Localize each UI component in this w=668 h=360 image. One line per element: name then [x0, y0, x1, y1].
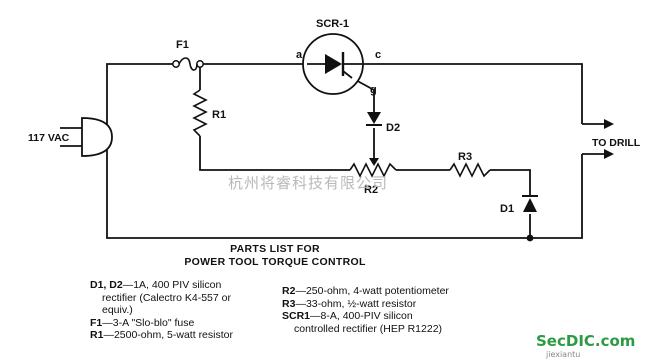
fuse-f1	[178, 57, 198, 71]
fuse-label: F1	[176, 39, 189, 51]
anode-label: a	[296, 49, 303, 61]
parts-list-left: D1, D2—1A, 400 PIV silicon rectifier (Ca…	[90, 279, 233, 342]
arrow-right-icon	[604, 119, 614, 129]
gate-label: g	[370, 84, 377, 96]
d1-label: D1	[500, 203, 514, 215]
r2-label: R2	[364, 184, 378, 196]
r3-label: R3	[458, 151, 472, 163]
parts-list-item: SCR1—8-A, 400-PIV silicon	[282, 310, 413, 322]
wire-bottom-rail	[106, 150, 583, 239]
parts-list-title-line1: PARTS LIST FOR	[230, 243, 320, 255]
parts-list-item: F1—3-A "Slo-blo" fuse	[90, 316, 195, 329]
arrow-right-icon	[604, 149, 614, 159]
brand-logo: SecDIC.com jiexiantu	[536, 332, 635, 359]
ac-plug	[60, 117, 113, 157]
wires	[106, 63, 608, 239]
d2-label: D2	[386, 122, 400, 134]
r1-label: R1	[212, 109, 226, 121]
brand-url: jiexiantu	[546, 350, 581, 359]
watermark: 杭州将睿科技有限公司	[228, 174, 389, 192]
parts-list-item: equiv.)	[102, 304, 133, 316]
input-label: 117 VAC	[28, 132, 70, 144]
wire-gate-to-d2	[351, 77, 375, 112]
wire-plug-to-fuse	[106, 63, 176, 124]
diode-d2	[366, 112, 382, 126]
parts-list-title-line2: POWER TOOL TORQUE CONTROL	[184, 256, 366, 268]
scr-label: SCR-1	[316, 18, 349, 30]
parts-list-item: R2—250-ohm, 4-watt potentiometer	[282, 285, 449, 297]
diode-d1	[522, 195, 538, 212]
scr-symbol	[302, 33, 364, 95]
brand-name: SecDIC.com	[536, 332, 636, 350]
parts-list-item: R1—2500-ohm, 5-watt resistor	[90, 329, 233, 341]
junction-node	[526, 234, 534, 242]
resistor-r3	[449, 162, 491, 178]
cathode-label: c	[375, 49, 381, 61]
parts-list-item: R3—33-ohm, ½-watt resistor	[282, 297, 417, 310]
parts-list-item: controlled rectifier (HEP R1222)	[294, 322, 443, 335]
wire-r3-to-d1	[490, 169, 531, 195]
parts-list-right: R2—250-ohm, 4-watt potentiometer R3—33-o…	[282, 285, 449, 335]
parts-list-item: rectifier (Calectro K4-557 or	[102, 291, 231, 304]
resistor-r1	[192, 89, 208, 137]
parts-list-title: PARTS LIST FOR POWER TOOL TORQUE CONTROL	[180, 243, 370, 269]
output-label: TO DRILL	[592, 137, 641, 149]
circuit-schematic: F1 117 VAC R1 SCR-1 a c g D2 R2 R3 D1 T	[28, 18, 641, 242]
potentiometer-r2	[349, 162, 397, 178]
wire-r1-bottom	[199, 136, 350, 171]
parts-list-item: D1, D2—1A, 400 PIV silicon	[90, 279, 222, 291]
wire-cathode-to-output	[362, 63, 583, 124]
fuse-terminal-node	[172, 60, 180, 68]
wiper-arrow-icon	[369, 158, 379, 166]
